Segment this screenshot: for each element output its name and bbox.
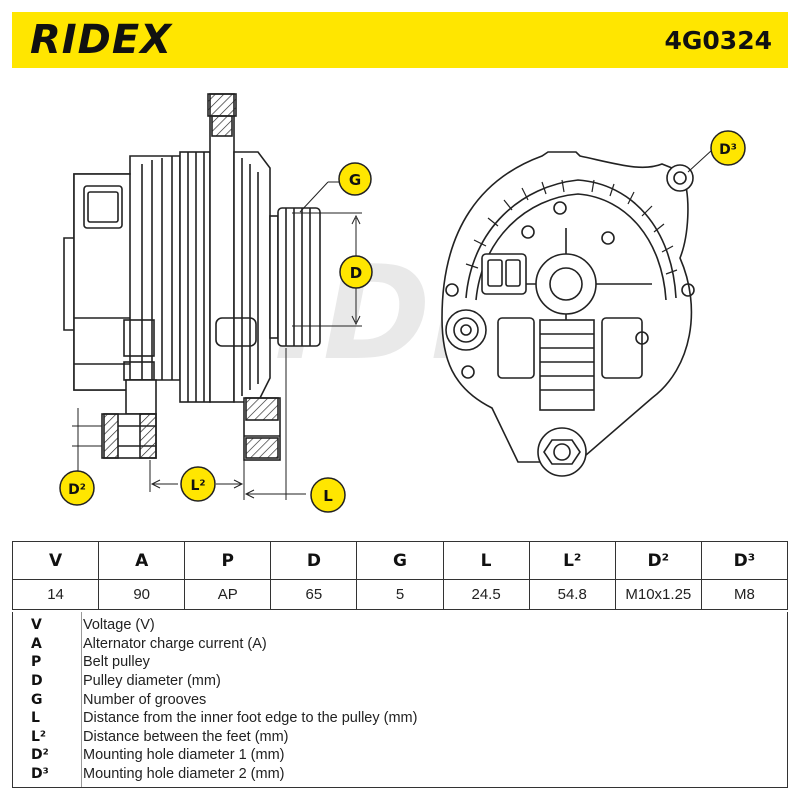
legend-row: D Pulley diameter (mm) xyxy=(13,672,787,691)
spec-header-cell: L² xyxy=(528,541,616,580)
part-number: 4G0324 xyxy=(664,25,773,55)
legend-code: D xyxy=(31,673,43,690)
legend-row: L Distance from the inner foot edge to th… xyxy=(13,709,787,728)
spec-value-cell: 54.8 xyxy=(528,579,616,610)
alternator-drawing: RIDEX xyxy=(59,93,746,513)
spec-value-cell: 5 xyxy=(356,579,444,610)
callout-l2: L² xyxy=(180,466,216,502)
spec-table: V A P D G L L² D² D³ 14 90 AP 65 5 24.5 … xyxy=(11,541,789,610)
legend-desc: Mounting hole diameter 1 (mm) xyxy=(83,747,285,764)
legend-row: A Alternator charge current (A) xyxy=(13,635,787,654)
legend-code: G xyxy=(31,691,43,708)
legend-row: P Belt pulley xyxy=(13,653,787,672)
legend-desc: Pulley diameter (mm) xyxy=(83,673,221,690)
rear-view xyxy=(441,151,695,477)
legend-row: L² Distance between the feet (mm) xyxy=(13,728,787,747)
legend-code: P xyxy=(31,654,42,671)
technical-drawing: RIDEX xyxy=(12,68,788,540)
callout-d2: D² xyxy=(59,470,95,506)
legend-divider xyxy=(81,612,82,787)
legend: V Voltage (V) A Alternator charge current … xyxy=(12,612,788,788)
brand-logo: RIDEX xyxy=(30,17,173,63)
spec-header-cell: D xyxy=(270,541,358,580)
spec-header-cell: P xyxy=(184,541,272,580)
side-view xyxy=(63,93,321,461)
legend-code: D³ xyxy=(31,766,49,783)
callout-l-label: L xyxy=(323,487,333,505)
legend-desc: Alternator charge current (A) xyxy=(83,635,267,652)
spec-header-cell: L xyxy=(442,541,530,580)
legend-desc: Distance from the inner foot edge to the… xyxy=(83,710,418,727)
legend-code: L xyxy=(31,710,40,727)
legend-row: G Number of grooves xyxy=(13,690,787,709)
legend-desc: Number of grooves xyxy=(83,691,207,708)
spec-header-cell: A xyxy=(98,541,186,580)
callout-d: D xyxy=(339,255,373,289)
spec-header-row: V A P D G L L² D² D³ xyxy=(11,541,789,580)
spec-header-cell: V xyxy=(11,541,100,580)
spec-value-cell: M8 xyxy=(700,579,789,610)
spec-value-cell: 65 xyxy=(270,579,358,610)
callout-d2-label: D² xyxy=(68,482,86,498)
spec-value-cell: 90 xyxy=(98,579,186,610)
spec-value-cell: M10x1.25 xyxy=(614,579,702,610)
legend-desc: Distance between the feet (mm) xyxy=(83,728,289,745)
spec-header-cell: D² xyxy=(614,541,702,580)
callout-g-label: G xyxy=(349,171,361,189)
header-bar: RIDEX 4G0324 xyxy=(12,12,788,68)
legend-desc: Voltage (V) xyxy=(83,617,155,634)
callout-l: L xyxy=(310,477,346,513)
d3-leader-line xyxy=(687,149,713,173)
legend-desc: Belt pulley xyxy=(83,654,150,671)
legend-row: D³ Mounting hole diameter 2 (mm) xyxy=(13,765,787,784)
spec-header-cell: D³ xyxy=(700,541,789,580)
legend-row: D² Mounting hole diameter 1 (mm) xyxy=(13,746,787,765)
callout-g: G xyxy=(338,162,372,196)
spec-value-cell: 14 xyxy=(11,579,100,610)
legend-desc: Mounting hole diameter 2 (mm) xyxy=(83,766,285,783)
legend-code: A xyxy=(31,635,42,652)
callout-d3: D³ xyxy=(710,130,746,166)
legend-row: V Voltage (V) xyxy=(13,616,787,635)
legend-code: V xyxy=(31,617,42,634)
dimension-lines xyxy=(72,181,362,500)
spec-header-cell: G xyxy=(356,541,444,580)
spec-value-cell: 24.5 xyxy=(442,579,530,610)
legend-code: D² xyxy=(31,747,49,764)
spec-value-cell: AP xyxy=(184,579,272,610)
spec-value-row: 14 90 AP 65 5 24.5 54.8 M10x1.25 M8 xyxy=(11,579,789,610)
legend-code: L² xyxy=(31,728,47,745)
callout-d-label: D xyxy=(350,264,362,282)
callout-l2-label: L² xyxy=(190,478,205,494)
callout-d3-label: D³ xyxy=(719,142,737,158)
